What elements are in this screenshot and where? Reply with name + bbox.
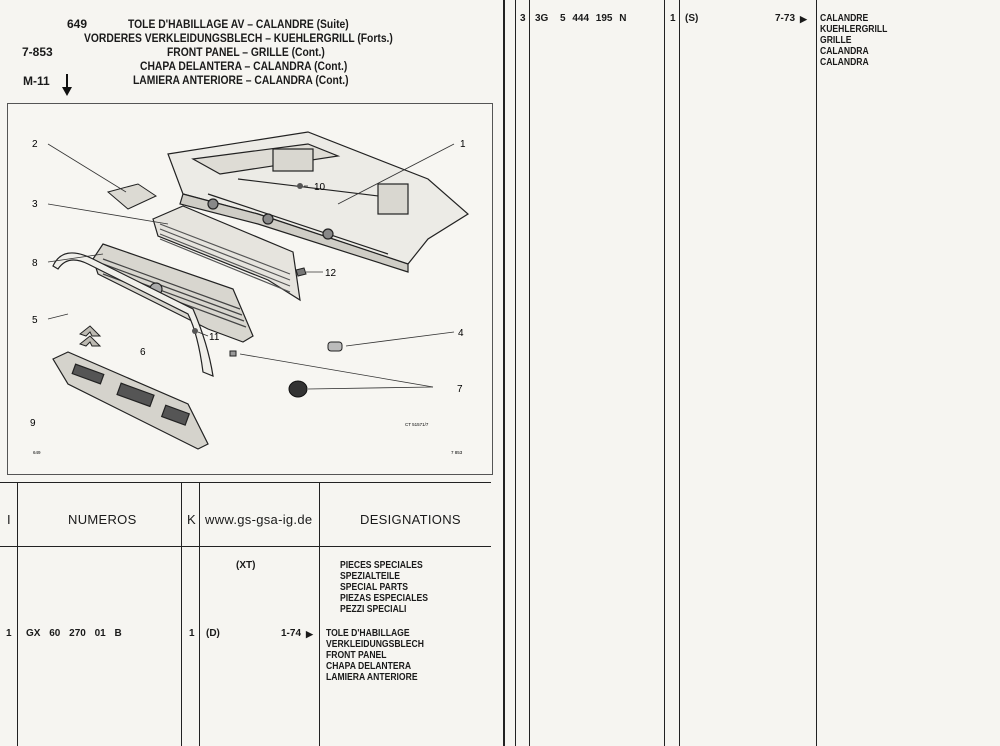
callout-7: 7	[457, 384, 463, 395]
nut-part-12	[295, 267, 307, 277]
callout-9: 9	[30, 418, 36, 429]
ref-model: M-11	[23, 74, 50, 88]
row-code: (D)	[206, 628, 220, 639]
callout-1: 1	[460, 139, 466, 150]
table-col-divider	[515, 0, 516, 746]
col-header-k: K	[187, 512, 196, 527]
col-header-i: I	[7, 512, 11, 527]
callout-12: 12	[325, 268, 337, 279]
table-col-divider	[17, 482, 18, 746]
table-col-divider	[319, 482, 320, 746]
table-col-divider	[679, 0, 680, 746]
clip-part-4	[327, 341, 343, 352]
section-line: SPECIAL PARTS	[340, 582, 409, 593]
row-date: 1-74	[281, 628, 302, 639]
page-number: 649	[67, 17, 88, 31]
ref-code: 7-853	[22, 45, 53, 59]
callout-2: 2	[32, 139, 38, 150]
row-code: (S)	[685, 13, 699, 24]
diagram-page-mark: 649	[33, 450, 41, 455]
title-de: VORDERES VERKLEIDUNGSBLECH – KUEHLERGRIL…	[84, 31, 393, 45]
designation-line: GRILLE	[820, 35, 852, 46]
table-col-divider	[199, 482, 200, 746]
upper-grille-part	[152, 205, 301, 302]
title-es: CHAPA DELANTERA – CALANDRA (Cont.)	[140, 59, 348, 73]
callout-10: 10	[314, 182, 326, 193]
callout-6: 6	[140, 347, 146, 358]
callout-11: 11	[209, 332, 220, 343]
designation-line: CALANDRA	[820, 46, 869, 57]
designation-line: KUEHLERGRILL	[820, 24, 888, 35]
section-code: (XT)	[236, 560, 256, 571]
table-col-divider	[181, 482, 182, 746]
designation-line: TOLE D'HABILLAGE	[326, 628, 410, 639]
grommet-part-7	[288, 380, 308, 398]
designation-line: LAMIERA ANTERIORE	[326, 672, 418, 683]
arrow-marker-icon: ▶	[800, 14, 807, 24]
exploded-view-diagram: 2 3 8 5 6 9 1 10 12 11 4 7 CT 51571/7 64…	[7, 103, 493, 475]
designation-line: CHAPA DELANTERA	[326, 661, 412, 672]
down-arrow-icon	[60, 73, 74, 102]
callout-5: 5	[32, 315, 38, 326]
designation-line: VERKLEIDUNGSBLECH	[326, 639, 424, 650]
screw-part-11	[192, 328, 198, 334]
row-designations: TOLE D'HABILLAGE VERKLEIDUNGSBLECH FRONT…	[326, 628, 424, 683]
table-col-divider	[664, 0, 665, 746]
illustration-code: CT 51571/7	[405, 422, 429, 427]
table-top-rule	[0, 482, 491, 483]
row-index: 1	[6, 628, 12, 639]
row-qty: 1	[670, 13, 676, 24]
trim-strip-part	[52, 252, 214, 377]
designation-line: CALANDRE	[820, 13, 869, 24]
section-line: SPEZIALTEILE	[340, 571, 401, 582]
section-line: PIEZAS ESPECIALES	[340, 593, 428, 604]
front-panel-part	[167, 131, 470, 273]
part-number: GX 60 270 01 B	[26, 628, 122, 639]
callout-4: 4	[458, 328, 464, 339]
chevron-logo-part	[78, 325, 102, 347]
clip-part-7b	[229, 350, 237, 357]
page-divider	[503, 0, 505, 746]
col-header-numeros: NUMEROS	[68, 512, 137, 527]
bracket-part	[106, 183, 158, 210]
section-line: PIECES SPECIALES	[340, 560, 423, 571]
title-fr: TOLE D'HABILLAGE AV – CALANDRE (Suite)	[128, 17, 349, 31]
screw-part-10	[297, 183, 303, 189]
callout-3: 3	[32, 199, 38, 210]
website-link[interactable]: www.gs-gsa-ig.de	[205, 512, 313, 527]
part-prefix: 3G	[535, 13, 549, 24]
lower-grille-part	[52, 351, 209, 450]
title-en: FRONT PANEL – GRILLE (Cont.)	[167, 45, 325, 59]
section-designations: PIECES SPECIALES SPEZIALTEILE SPECIAL PA…	[340, 560, 428, 615]
section-line: PEZZI SPECIALI	[340, 604, 407, 615]
row-designations: CALANDRE KUEHLERGRILL GRILLE CALANDRA CA…	[820, 13, 887, 68]
row-index: 3	[520, 13, 526, 24]
part-number: 5 444 195 N	[560, 13, 627, 24]
diagram-ref-mark: 7 853	[451, 450, 463, 455]
table-col-divider	[816, 0, 817, 746]
title-it: LAMIERA ANTERIORE – CALANDRA (Cont.)	[133, 73, 349, 87]
arrow-marker-icon: ▶	[306, 629, 313, 639]
col-header-designations: DESIGNATIONS	[360, 512, 461, 527]
table-col-divider	[529, 0, 530, 746]
row-date: 7-73	[775, 13, 796, 24]
designation-line: CALANDRA	[820, 57, 869, 68]
table-header-rule	[0, 546, 491, 547]
callout-8: 8	[32, 258, 38, 269]
row-qty: 1	[189, 628, 195, 639]
designation-line: FRONT PANEL	[326, 650, 387, 661]
